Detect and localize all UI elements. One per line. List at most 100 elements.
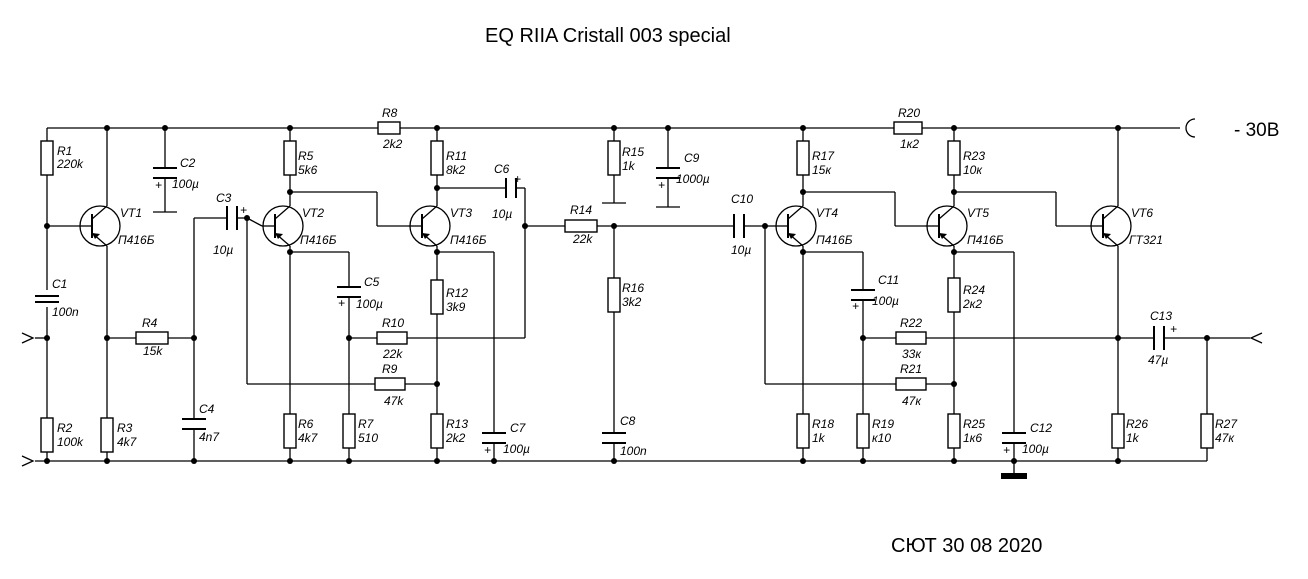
label-r2-value: 100k bbox=[57, 435, 84, 449]
label-r18-value: 1k bbox=[812, 431, 826, 445]
label-r16-value: 3k2 bbox=[622, 295, 642, 309]
label-r12-ref: R12 bbox=[446, 286, 468, 300]
resistor-r10 bbox=[376, 331, 408, 345]
resistor-r12 bbox=[430, 279, 444, 315]
label-c9-ref: C9 bbox=[684, 151, 700, 165]
resistor-r11 bbox=[430, 140, 444, 176]
capacitor-c7 bbox=[482, 432, 506, 444]
resistor-r9 bbox=[374, 377, 406, 391]
label-c10-ref: C10 bbox=[731, 192, 753, 206]
label-vt4-type: П416Б bbox=[816, 233, 853, 247]
label-r14-value: 22k bbox=[572, 232, 593, 246]
label-c4-value: 4n7 bbox=[199, 430, 220, 444]
label-r5-value: 5k6 bbox=[298, 163, 318, 177]
supply-rail bbox=[47, 118, 1196, 138]
resistor-r25 bbox=[947, 413, 961, 449]
label-r17-ref: R17 bbox=[812, 149, 835, 163]
junction-dots bbox=[44, 125, 1210, 464]
label-r24-value: 2к2 bbox=[962, 297, 982, 311]
capacitor-c10 bbox=[733, 214, 745, 238]
label-r27-ref: R27 bbox=[1215, 417, 1238, 431]
transistors bbox=[79, 205, 1132, 247]
label-r16-ref: R16 bbox=[622, 281, 644, 295]
capacitor-c4 bbox=[182, 418, 206, 430]
label-r20-ref: R20 bbox=[898, 106, 920, 120]
transistor-vt5 bbox=[925, 205, 968, 247]
label-r10-ref: R10 bbox=[382, 316, 404, 330]
resistor-r6 bbox=[283, 413, 297, 449]
capacitor-c1 bbox=[35, 295, 59, 303]
plus-mark-c5: + bbox=[338, 296, 345, 310]
component-labels: VT1 П416Б VT2 П416Б VT3 П416Б VT4 П416Б … bbox=[52, 106, 1238, 458]
label-r9-value: 47k bbox=[384, 394, 404, 408]
supply-label: - 30В bbox=[1234, 120, 1279, 141]
plus-mark-c12: + bbox=[1003, 443, 1010, 457]
label-c4-ref: C4 bbox=[199, 402, 215, 416]
label-vt1-ref: VT1 bbox=[120, 206, 142, 220]
transistor-vt3 bbox=[408, 205, 451, 247]
label-c6-ref: C6 bbox=[494, 162, 510, 176]
label-r4-value: 15k bbox=[143, 344, 163, 358]
label-c5-value: 100µ bbox=[356, 297, 383, 311]
wiring bbox=[46, 128, 1263, 461]
label-r9-ref: R9 bbox=[382, 362, 398, 376]
label-r6-value: 4k7 bbox=[298, 431, 319, 445]
label-c13-ref: C13 bbox=[1150, 309, 1172, 323]
label-c9-value: 1000µ bbox=[676, 172, 710, 186]
label-c12-ref: C12 bbox=[1030, 421, 1052, 435]
resistor-r1 bbox=[40, 140, 54, 176]
resistor-r16 bbox=[607, 277, 621, 313]
label-r6-ref: R6 bbox=[298, 417, 314, 431]
plus-mark-c6: + bbox=[514, 172, 521, 186]
plus-mark-c3: + bbox=[240, 203, 247, 217]
label-r3-value: 4k7 bbox=[117, 435, 138, 449]
label-vt3-ref: VT3 bbox=[450, 206, 472, 220]
resistor-r18 bbox=[796, 413, 810, 449]
label-vt5-type: П416Б bbox=[967, 233, 1004, 247]
label-c1-value: 100n bbox=[52, 305, 79, 319]
label-r11-value: 8k2 bbox=[446, 163, 466, 177]
resistor-r20 bbox=[893, 121, 923, 135]
label-r17-value: 15к bbox=[812, 163, 832, 177]
resistor-r19 bbox=[856, 413, 870, 449]
label-r21-ref: R21 bbox=[900, 362, 922, 376]
label-r3-ref: R3 bbox=[117, 421, 133, 435]
capacitor-c3 bbox=[226, 206, 238, 230]
label-r4-ref: R4 bbox=[142, 316, 158, 330]
label-vt2-type: П416Б bbox=[300, 233, 337, 247]
capacitor-c5 bbox=[337, 286, 361, 298]
polarity-marks: + + + + + + + + + bbox=[155, 172, 1177, 457]
capacitor-c2 bbox=[153, 167, 177, 179]
label-r23-ref: R23 bbox=[963, 149, 985, 163]
ground-symbol bbox=[1001, 473, 1027, 479]
label-r15-ref: R15 bbox=[622, 145, 644, 159]
transistor-vt2 bbox=[262, 205, 304, 247]
resistor-r26 bbox=[1111, 413, 1125, 449]
resistor-r23 bbox=[947, 140, 961, 176]
label-c5-ref: C5 bbox=[364, 275, 380, 289]
label-r8-value: 2k2 bbox=[382, 137, 403, 151]
label-r22-value: 33к bbox=[902, 347, 922, 361]
capacitor-c13 bbox=[1153, 326, 1165, 350]
resistor-r2 bbox=[40, 417, 54, 453]
label-r19-ref: R19 bbox=[872, 417, 894, 431]
resistor-r7 bbox=[342, 413, 356, 449]
plus-mark-c13: + bbox=[1170, 322, 1177, 336]
label-c8-ref: C8 bbox=[620, 414, 636, 428]
label-c3-ref: C3 bbox=[216, 191, 232, 205]
label-r18-ref: R18 bbox=[812, 417, 834, 431]
label-r7-value: 510 bbox=[358, 431, 378, 445]
label-r14-ref: R14 bbox=[570, 203, 592, 217]
label-r25-ref: R25 bbox=[963, 417, 985, 431]
label-r27-value: 47к bbox=[1215, 431, 1235, 445]
label-vt3-type: П416Б bbox=[450, 233, 487, 247]
transistor-vt6 bbox=[1090, 205, 1132, 247]
label-r21-value: 47к bbox=[902, 394, 922, 408]
label-vt6-type: ГТ321 bbox=[1129, 233, 1163, 247]
label-c11-ref: C11 bbox=[878, 273, 899, 287]
label-r10-value: 22k bbox=[382, 347, 403, 361]
capacitor-c11 bbox=[851, 289, 875, 301]
label-r1-value: 220k bbox=[56, 157, 84, 171]
resistor-r24 bbox=[947, 277, 961, 313]
capacitor-c9 bbox=[656, 167, 680, 179]
